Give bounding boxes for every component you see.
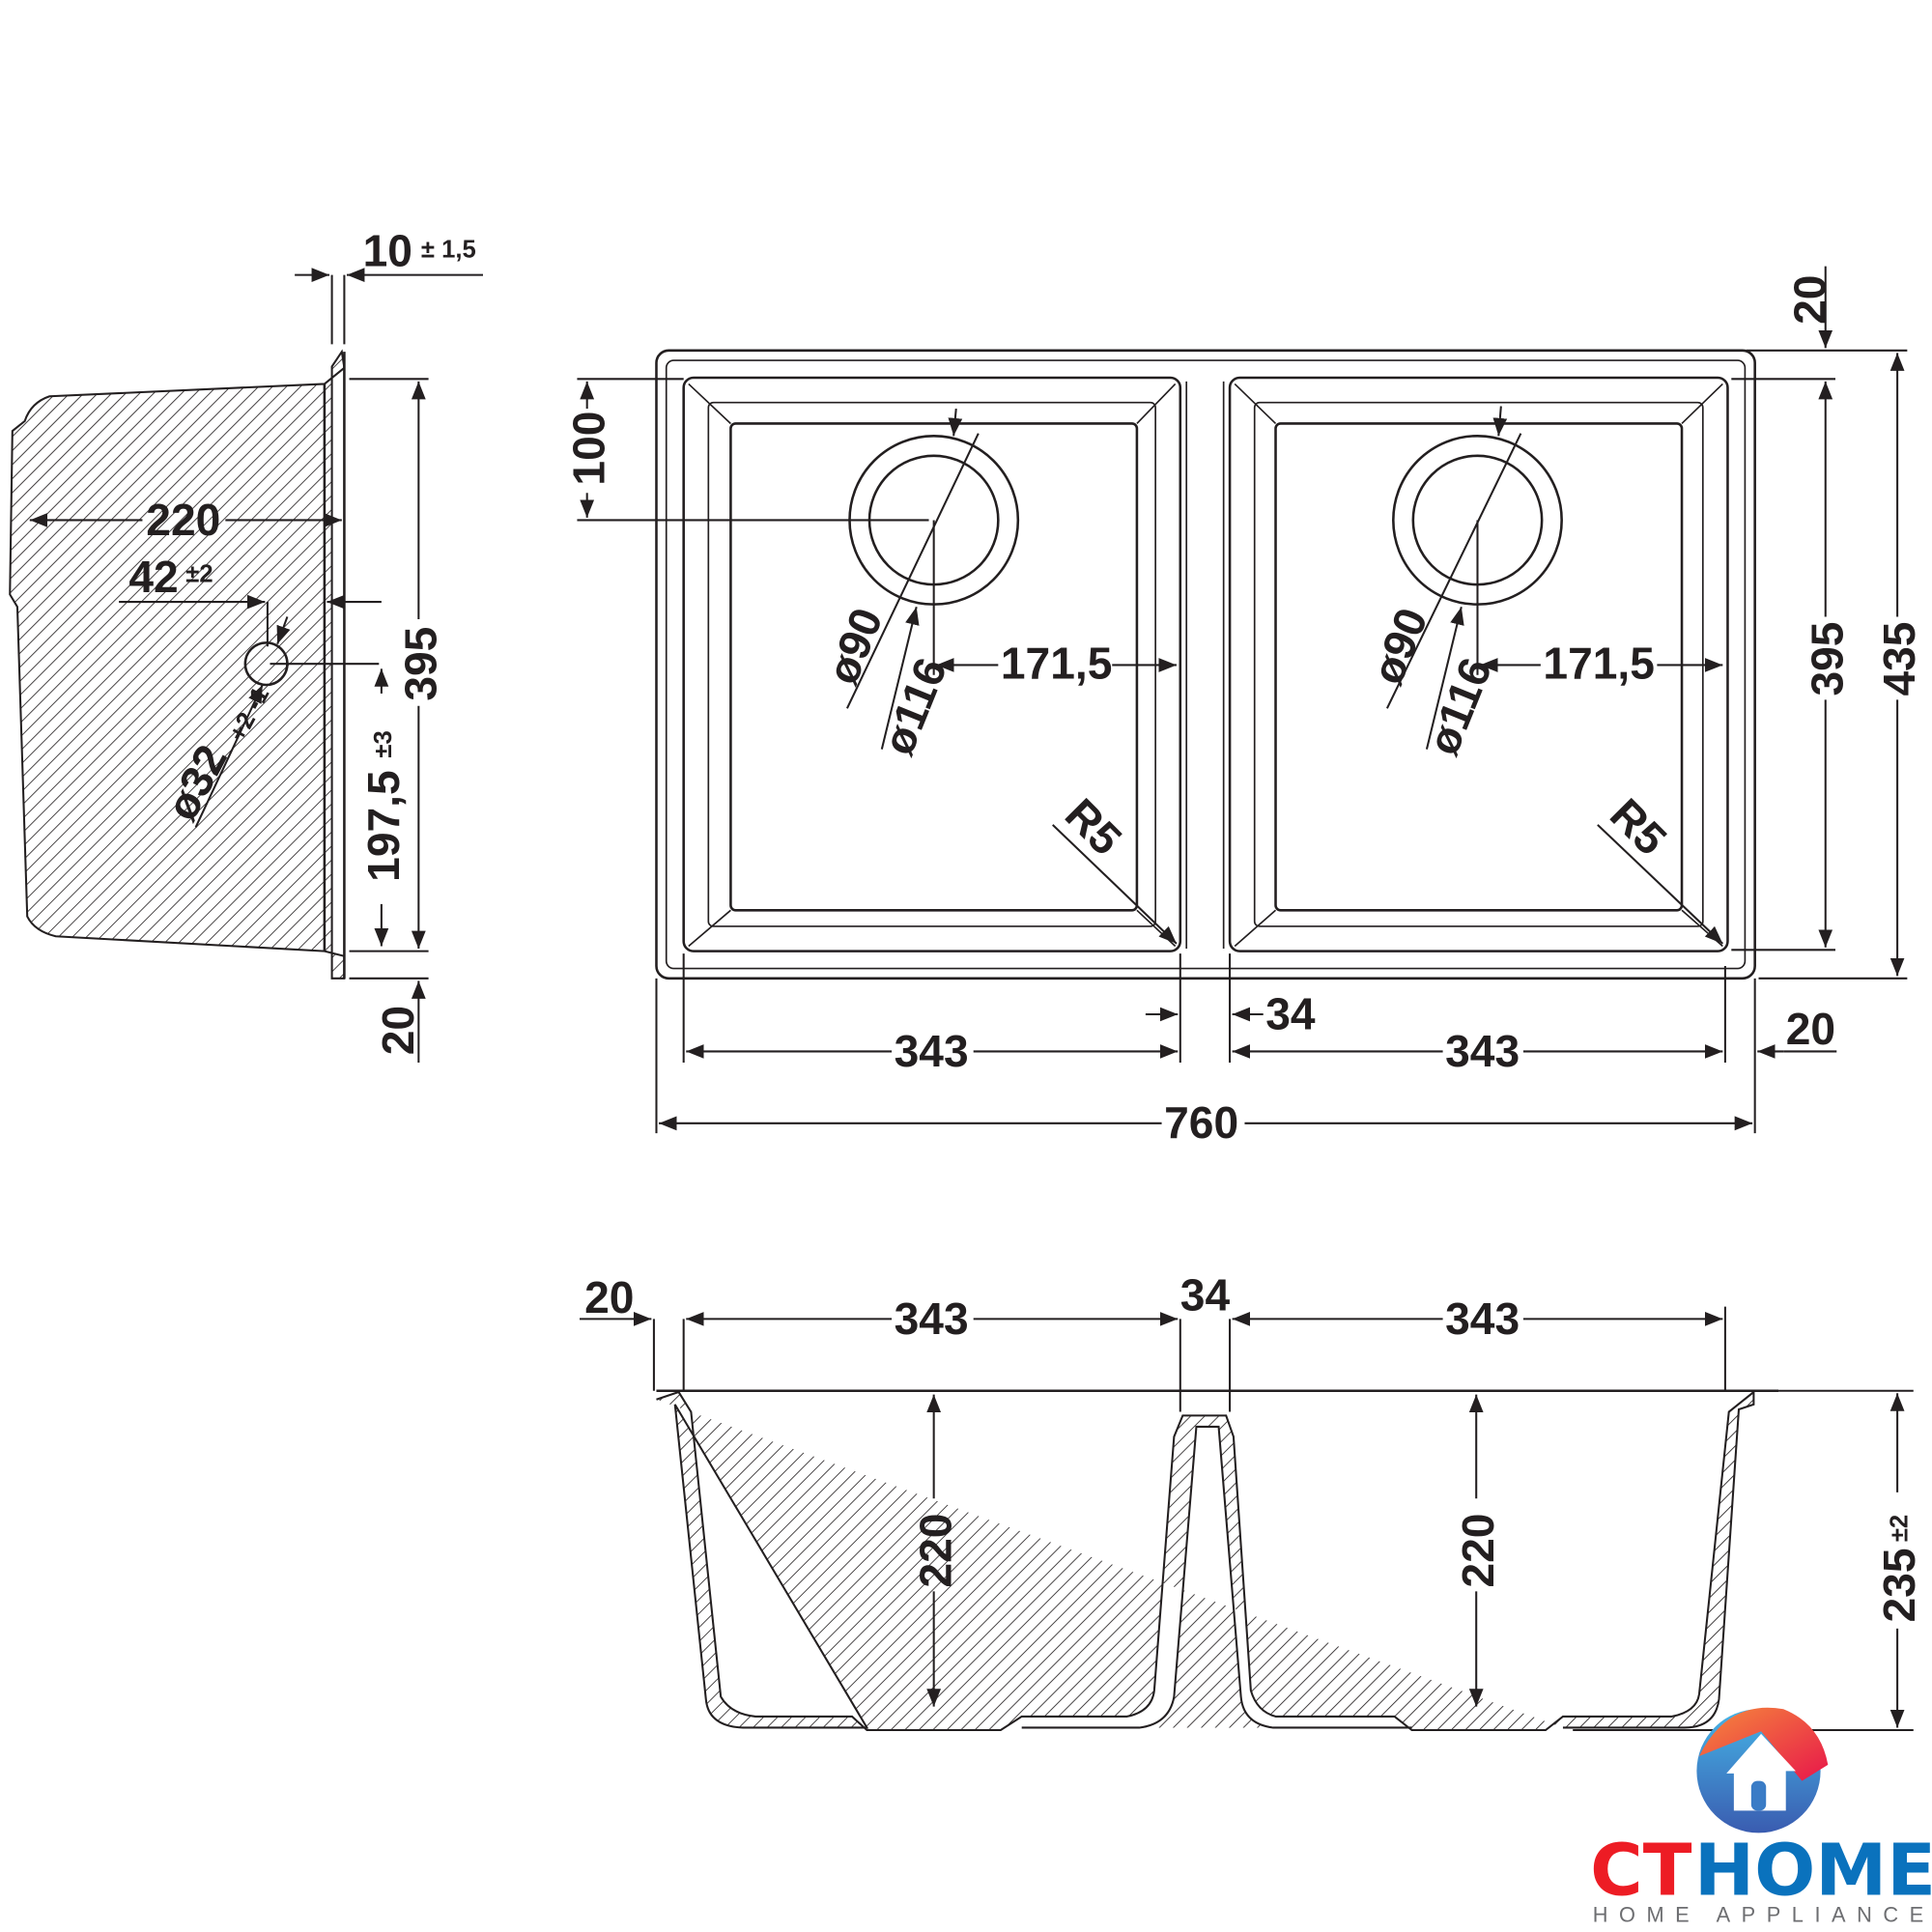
right-bowl-width-label: 343 — [1445, 1026, 1520, 1076]
front-right-depth-label: 220 — [1453, 1514, 1503, 1588]
logo-brand-home: HOME — [1694, 1829, 1932, 1913]
logo-brand-ct: CT — [1590, 1829, 1692, 1913]
drain-offset-label: 100 — [564, 412, 614, 486]
right-drain-outer-label: ø116 — [1417, 651, 1501, 762]
left-bowl-width-label: 343 — [895, 1026, 969, 1076]
front-view: 20 343 34 343 220 220 235 ±2 — [580, 1269, 1924, 1732]
left-drain-outer-label: ø116 — [872, 651, 956, 762]
front-left-depth-label: 220 — [911, 1514, 961, 1588]
depth-label: 220 — [146, 495, 220, 545]
overall-height-label: 235 — [1874, 1548, 1924, 1623]
front-left-width-label: 343 — [895, 1293, 969, 1344]
front-divider-label: 34 — [1180, 1269, 1231, 1320]
left-drain-center-label: 171,5 — [1001, 639, 1112, 689]
inner-depth-label: 395 — [1803, 622, 1853, 696]
overall-depth-label: 435 — [1874, 622, 1924, 696]
side-profile-wall — [9, 349, 346, 980]
overall-width-label: 760 — [1164, 1097, 1238, 1148]
left-bowl-section — [656, 1389, 1755, 1732]
cthome-logo: CT HOME HOME APPLIANCES — [1590, 1707, 1932, 1927]
side-rim-width-label: 20 — [1786, 1004, 1835, 1054]
overflow-offset-tol: ±2 — [185, 561, 213, 588]
right-drain-inner-label: ø90 — [1362, 601, 1437, 691]
logo-tagline: HOME APPLIANCES — [1593, 1903, 1932, 1927]
overflow-height-tol: ±3 — [370, 730, 397, 757]
right-drain-center-label: 171,5 — [1543, 639, 1654, 689]
overflow-offset-label: 42 — [128, 552, 178, 602]
side-rim-label: 20 — [373, 1006, 423, 1055]
top-view: 100 ø90 ø116 171,5 R5 ø90 ø116 171,5 R5 … — [564, 266, 1924, 1148]
overflow-height-label: 197,5 — [358, 770, 409, 881]
left-radius-label: R5 — [1056, 788, 1131, 864]
left-drain-inner-label: ø90 — [817, 601, 893, 691]
top-rim-label: 20 — [1785, 275, 1835, 325]
inner-length-label: 395 — [395, 627, 445, 701]
divider-label: 34 — [1265, 988, 1316, 1038]
top-thickness-tol: ± 1,5 — [421, 237, 476, 264]
front-rim-label: 20 — [584, 1272, 634, 1322]
top-thickness-label: 10 — [363, 226, 412, 276]
overall-height-tol: ±2 — [1886, 1515, 1913, 1542]
sink-outer-rim — [655, 349, 1756, 980]
right-radius-label: R5 — [1601, 788, 1676, 864]
side-view: 10 ± 1,5 220 42 ±2 ø32 +2 -1 197,5 ±3 39… — [9, 226, 484, 1063]
front-right-width-label: 343 — [1445, 1293, 1520, 1344]
